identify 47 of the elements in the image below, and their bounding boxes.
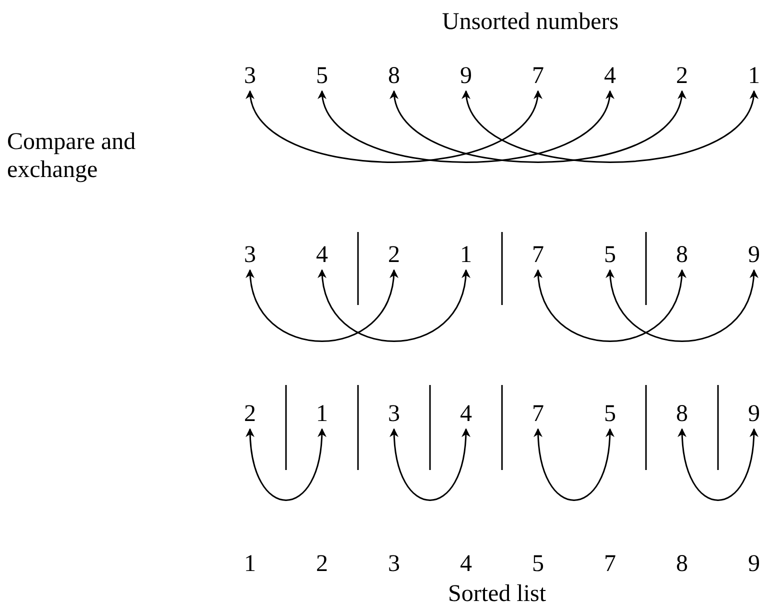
exchange-arrow [606,269,758,342]
side-note: Compare and exchange [7,128,137,184]
exchange-arrow [390,428,470,501]
exchange-arrow [248,90,540,163]
number: 4 [316,243,328,267]
number: 1 [460,243,472,267]
number: 4 [460,402,472,426]
exchange-arrow [534,428,614,501]
number: 2 [244,402,256,426]
number: 2 [316,552,328,576]
number: 3 [244,243,256,267]
number: 8 [676,552,688,576]
number: 7 [532,243,544,267]
exchange-arrow [318,269,470,342]
number: 3 [388,552,400,576]
row-heading: Unsorted numbers [442,8,619,36]
number: 9 [748,552,760,576]
exchange-arrow [320,90,612,163]
number: 1 [316,402,328,426]
number: 5 [604,402,616,426]
number: 8 [388,64,400,88]
number: 2 [676,64,688,88]
number: 9 [460,64,472,88]
exchange-arrow [392,90,684,163]
number: 8 [676,243,688,267]
row-heading: Sorted list [448,580,546,605]
number: 9 [748,243,760,267]
number: 5 [604,243,616,267]
number: 7 [532,64,544,88]
number: 1 [748,64,760,88]
number: 2 [388,243,400,267]
number: 4 [460,552,472,576]
exchange-arrow [464,90,756,163]
exchange-arrow [246,428,326,501]
number: 9 [748,402,760,426]
number: 8 [676,402,688,426]
number: 1 [244,552,256,576]
number: 4 [604,64,616,88]
exchange-arrow [246,269,398,342]
exchange-arrow [534,269,686,342]
number: 7 [532,402,544,426]
number: 5 [532,552,544,576]
number: 5 [316,64,328,88]
number: 3 [388,402,400,426]
exchange-arrow [678,428,758,501]
number: 7 [604,552,616,576]
number: 3 [244,64,256,88]
